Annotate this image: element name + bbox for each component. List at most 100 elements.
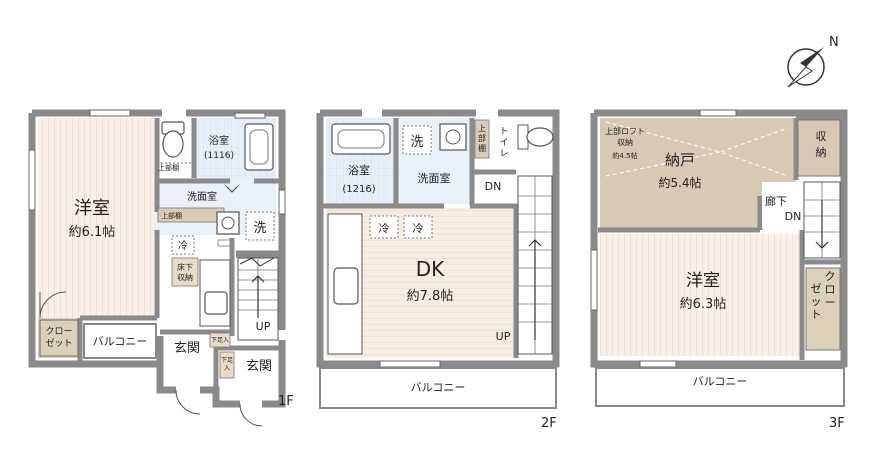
f1-western-room-floor: [38, 118, 154, 318]
f1-interior-walls: [77, 118, 280, 390]
f1-upper-shelf-2: 上部棚: [161, 211, 182, 220]
f2-floor-label: 2F: [541, 416, 557, 431]
f2-bathroom-name: 浴室: [348, 163, 370, 177]
f2-ac-1-label: 冷: [379, 222, 390, 235]
compass-needle-north-icon: [800, 47, 824, 67]
f1-washroom-label: 洗面室: [187, 190, 217, 203]
f1-shoe-box-2: [219, 351, 235, 379]
f1-western-room-size: 約6.1帖: [69, 225, 116, 240]
f3-closet: [805, 267, 841, 351]
f3-closet-label-col1: クロー: [825, 270, 836, 309]
f1-outer-wall-2: [86, 254, 286, 408]
f3-hallway: [762, 182, 800, 228]
f1-kitchen-sink-icon: [204, 291, 228, 315]
f3-storage-room-name: 納戸: [665, 151, 695, 169]
f3-loft-storage-size: 約4.5帖: [612, 151, 637, 160]
f1-balcony-outline: [83, 323, 157, 359]
f2-interior-walls: [320, 118, 519, 358]
f2-balcony-outline: [319, 367, 557, 409]
f2-window-bottom: [379, 360, 441, 368]
f3-hallway-label: 廊下: [765, 194, 787, 208]
f1-sink-basin-icon: [221, 216, 235, 230]
compass-ring: [787, 48, 825, 86]
f1-upper-shelf-1: 上部棚: [158, 163, 179, 172]
f1-bathroom-name: 浴室: [209, 134, 229, 147]
f2-stairs-arrow-icon: [528, 239, 542, 340]
f3-balcony-outline: [595, 367, 845, 407]
f1-underfloor-storage-label: 床下収納: [177, 262, 193, 282]
f2-bathtub-icon: [331, 123, 391, 155]
f3-stairs-arrow-icon: [815, 200, 829, 249]
f3-loft-storage-label: 上部ロフト収納: [605, 126, 645, 147]
f1-floor-label: 1F: [278, 394, 294, 409]
compass-needle-south-icon: [787, 66, 813, 88]
f3-window-left: [590, 249, 598, 311]
f3-balcony-label: バルコニー: [693, 375, 748, 388]
f2-ac-2: [403, 215, 433, 239]
f1-washer-label: 洗: [253, 221, 266, 236]
f1-underfloor-storage: [171, 257, 199, 287]
f1-fridge-space: [171, 235, 195, 255]
f1-entrance-2-label: 玄関: [246, 359, 272, 374]
f1-shoe-box-2-label: 下足入: [221, 357, 233, 372]
f1-bathtub-icon: [244, 123, 274, 171]
f2-stairs-down: DN: [485, 180, 502, 193]
f3-storage-room-size: 約5.4帖: [658, 175, 701, 190]
f1-window-left: [28, 149, 36, 211]
f2-sink-basin-icon: [445, 129, 461, 145]
f2-dk-name: DK: [416, 257, 445, 281]
f2-washroom-label: 洗面室: [418, 171, 451, 185]
f2-upper-shelf-bar: [474, 119, 490, 159]
f1-bathroom-size: (1116): [204, 151, 234, 161]
f3-stairs-down: DN: [785, 210, 802, 223]
f1-western-room-name: 洋室: [74, 198, 110, 219]
f1-stairs-arrow-icon: [251, 275, 265, 318]
compass-label: N: [829, 35, 839, 50]
floor-1: バルコニー クローゼット 洋室 約6.1帖 上部棚 浴室 (1116) 洗面室 …: [28, 109, 294, 427]
f2-sink: [439, 123, 467, 151]
f1-window-top: [89, 109, 131, 117]
f2-outer-wall: [316, 109, 560, 368]
f2-kitchen-sink-icon: [333, 267, 359, 305]
f2-ac-1: [369, 215, 399, 239]
f2-balcony-label: バルコニー: [411, 381, 466, 394]
f3-closet-label-col2: ゼット: [811, 282, 822, 321]
f3-window-top: [699, 109, 737, 117]
f3-storage: [797, 119, 841, 177]
f3-western-room-floor: [600, 234, 800, 356]
f1-washer-space: [245, 211, 275, 241]
f1-window-right: [278, 189, 286, 215]
f3-floor-label: 3F: [829, 416, 845, 431]
f1-stairs-up: UP: [256, 320, 271, 333]
f2-washer-space: [402, 125, 432, 155]
f1-closet: [39, 319, 79, 357]
f2-ac-2-label: 冷: [413, 222, 424, 235]
f1-balcony-label: バルコニー: [93, 335, 148, 348]
f2-toilet-icon: [526, 127, 554, 147]
f3-interior-walls: [598, 115, 842, 360]
floor-2: バルコニー 浴室 (1216) 洗 洗面室 上部棚 トイレ DN: [316, 109, 560, 431]
f3-western-room-size: 約6.3帖: [680, 297, 727, 312]
f1-fridge-label: 冷: [178, 239, 188, 252]
compass: N: [787, 35, 839, 88]
f1-sink: [216, 211, 240, 235]
f1-shoe-box-1: [209, 332, 231, 348]
f1-shoe-box-1-label: 下足入: [211, 337, 229, 344]
f1-window-bath: [234, 112, 266, 119]
f2-dk-size: 約7.8帖: [407, 289, 454, 304]
f2-stairs-up: UP: [496, 330, 511, 343]
f3-loft-lines: [605, 121, 789, 177]
f2-bathroom-size: (1216): [342, 184, 375, 195]
f1-entrance-1-label: 玄関: [174, 341, 200, 356]
f3-storage-label: 収納: [816, 130, 827, 159]
f2-upper-shelf-label: 上部棚: [478, 124, 486, 153]
f3-window-bottom: [639, 360, 677, 368]
f1-toilet-icon: [162, 130, 184, 158]
f1-entrance-1: [162, 330, 216, 370]
f2-toilet-label: トイレ: [499, 127, 508, 159]
f3-outer-wall: [590, 109, 848, 368]
f2-washer-label: 洗: [410, 135, 423, 150]
f3-western-room-name: 洋室: [686, 271, 720, 291]
f1-closet-label: クローゼット: [45, 326, 72, 349]
